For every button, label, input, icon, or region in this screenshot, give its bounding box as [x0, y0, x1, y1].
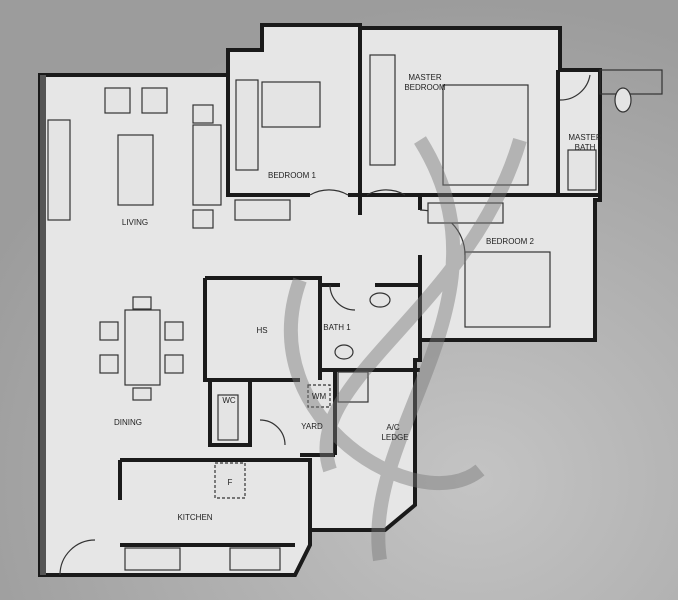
label-ac-ledge: A/C — [386, 423, 400, 432]
label-ac-ledge-2: LEDGE — [381, 433, 408, 442]
label-master-bedroom: MASTER — [408, 73, 442, 82]
planter-ledge — [599, 69, 663, 95]
label-hs: HS — [256, 326, 267, 335]
door-swings — [59, 74, 591, 576]
watermark-logo — [284, 136, 527, 562]
label-dining: DINING — [114, 418, 142, 427]
label-bedroom2: BEDROOM 2 — [486, 237, 535, 246]
label-master-bedroom-2: BEDROOM — [404, 83, 446, 92]
internal-walls — [118, 25, 600, 547]
living-window — [40, 75, 46, 575]
label-kitchen: KITCHEN — [177, 513, 212, 522]
label-wm: WM — [312, 392, 327, 401]
label-bath1: BATH 1 — [323, 323, 351, 332]
label-living: LIVING — [122, 218, 148, 227]
label-fridge: F — [228, 478, 233, 487]
label-wc: WC — [222, 396, 236, 405]
label-bedroom1: BEDROOM 1 — [268, 171, 317, 180]
label-master-bath-2: BATH — [575, 143, 596, 152]
label-yard: YARD — [301, 422, 323, 431]
label-master-bath: MASTER — [568, 133, 602, 142]
room-labels: LIVING BEDROOM 1 MASTER BEDROOM MASTER B… — [114, 73, 602, 522]
furniture — [47, 54, 632, 571]
